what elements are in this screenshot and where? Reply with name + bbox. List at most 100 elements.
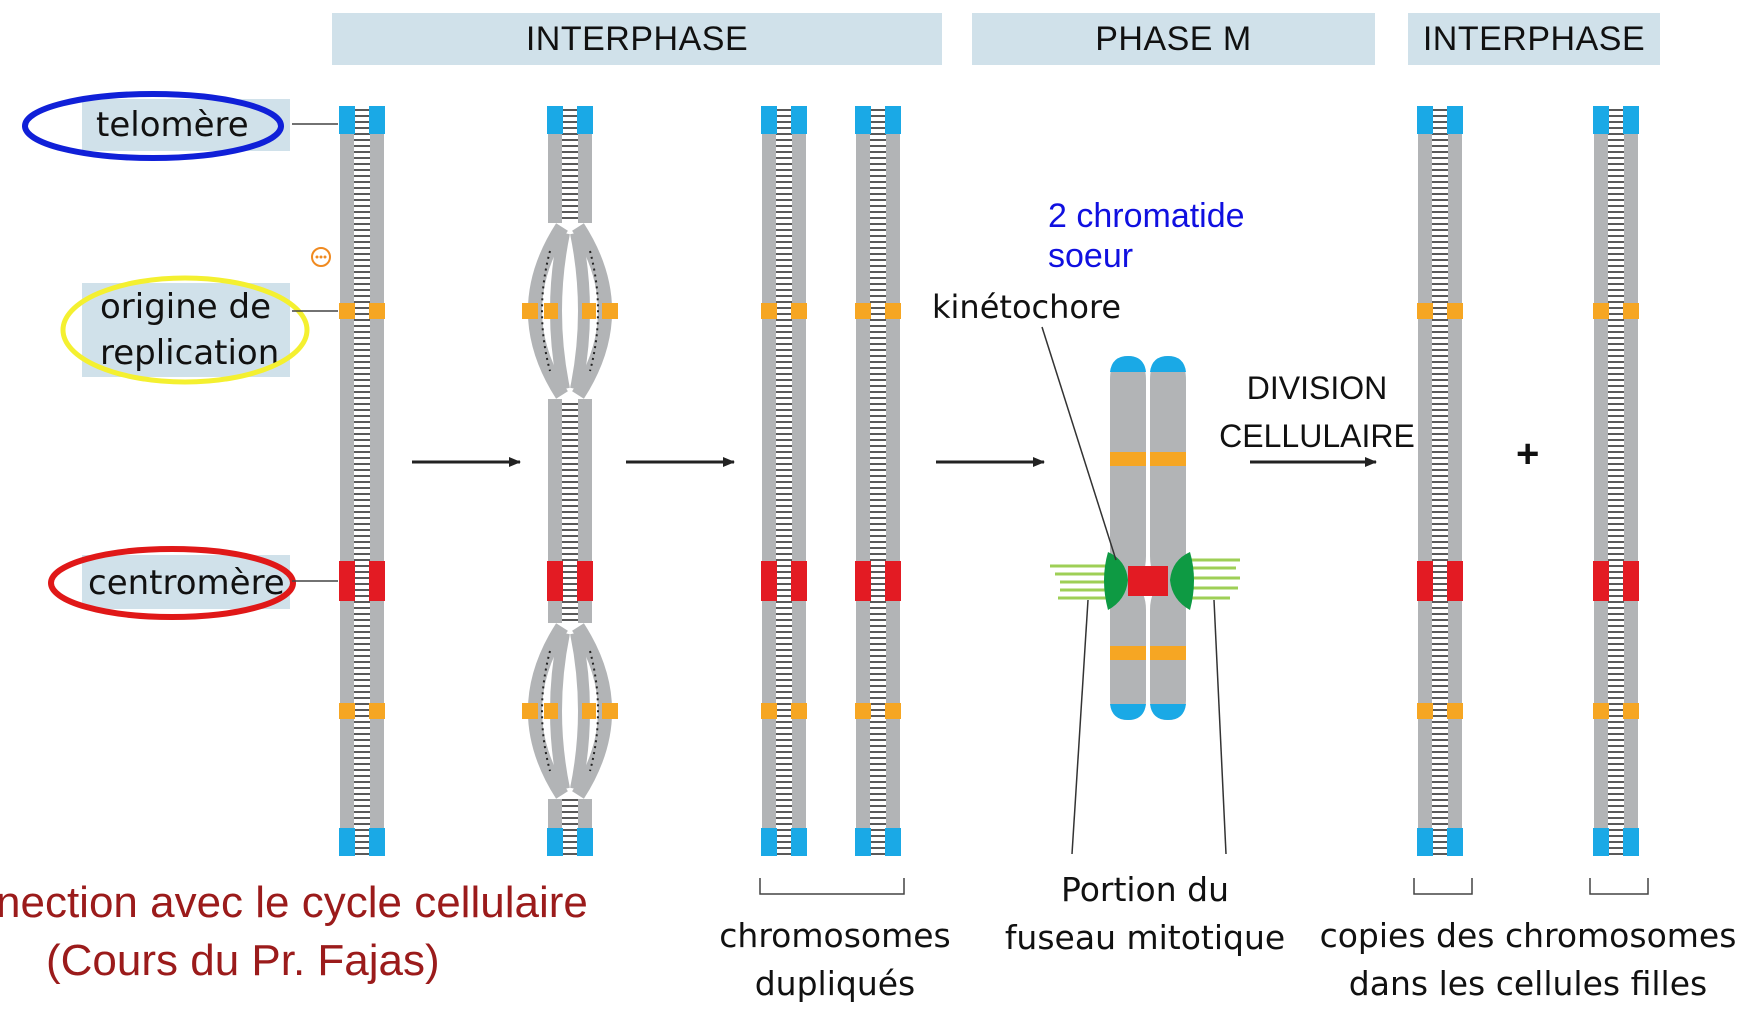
origin-label-line2: replication xyxy=(100,333,280,373)
strand xyxy=(340,106,354,856)
telomere-top xyxy=(791,106,807,134)
telomere-top xyxy=(339,106,355,134)
origin-band-1 xyxy=(1447,303,1463,319)
kinetochore-label: kinétochore xyxy=(932,288,1122,326)
centromere-band xyxy=(855,561,871,601)
rungs xyxy=(541,250,551,372)
bubble-origin-band xyxy=(602,303,618,319)
telomere-bottom xyxy=(1447,828,1463,856)
daughter-chromosome-1 xyxy=(1417,106,1463,856)
telomere-top xyxy=(1623,106,1639,134)
origin-label-box: origine de replication xyxy=(82,283,290,377)
kinetochore-left xyxy=(1104,552,1128,610)
telomere-bottom xyxy=(369,828,385,856)
footer-title-line2: (Cours du Pr. Fajas) xyxy=(46,936,440,985)
centromere-band xyxy=(1593,561,1609,601)
strand xyxy=(886,106,900,856)
centromere-label: centromère xyxy=(88,563,285,603)
phase-bar-interphase-left: INTERPHASE xyxy=(332,13,942,65)
mitotic-telomere-top-left xyxy=(1110,356,1146,372)
mitotic-spindle-label: Portion du fuseau mitotique xyxy=(1000,866,1290,962)
telomere-bottom xyxy=(855,828,871,856)
telomere-top xyxy=(1447,106,1463,134)
centromere-band xyxy=(577,561,593,601)
duplicated-chromosomes-label: chromosomes dupliqués xyxy=(706,912,964,1008)
telomere-top xyxy=(885,106,901,134)
daughter-copies-label: copies des chromosomes dans les cellules… xyxy=(1318,912,1738,1008)
bubble-origin-band xyxy=(602,703,618,719)
centromere-band xyxy=(369,561,385,601)
strand xyxy=(1418,106,1432,856)
origin-band-1 xyxy=(761,303,777,319)
centromere-band xyxy=(885,561,901,601)
origin-highlight-ellipse xyxy=(60,275,310,385)
centromere-band xyxy=(1447,561,1463,601)
origin-band-2 xyxy=(761,703,777,719)
phase-bar-phase-m: PHASE M xyxy=(972,13,1375,65)
mitotic-origin-band-top-right xyxy=(1150,452,1186,466)
rungs xyxy=(589,250,599,372)
mitotic-chromosome xyxy=(1050,356,1240,720)
sister-chromatids-line2: soeur xyxy=(1048,237,1134,275)
origin-band-2 xyxy=(1417,703,1433,719)
origin-band-2 xyxy=(1623,703,1639,719)
rungs xyxy=(589,650,599,772)
spindle-pointer-line-left xyxy=(1071,599,1089,855)
telomere-bottom xyxy=(791,828,807,856)
spindle-pointer-line-right xyxy=(1213,599,1227,855)
bubble-origin-band xyxy=(582,303,596,319)
plus-sign: + xyxy=(1516,432,1540,476)
base-pair-rungs xyxy=(776,109,792,855)
base-pair-rungs xyxy=(1608,109,1624,855)
copies-line2: dans les cellules filles xyxy=(1348,964,1708,1003)
telomere-bottom xyxy=(339,828,355,856)
strand xyxy=(792,106,806,856)
bubble-origin-band xyxy=(544,303,558,319)
origin-band-1 xyxy=(885,303,901,319)
bracket-daughter-copy-2 xyxy=(1589,878,1649,895)
strand xyxy=(1448,106,1462,856)
chromosome-unreplicated xyxy=(339,106,385,856)
telomere-bottom xyxy=(1593,828,1609,856)
chromatid-duplicated-1 xyxy=(761,106,807,856)
origin-band-2 xyxy=(855,703,871,719)
copies-line1: copies des chromosomes xyxy=(1319,916,1737,955)
telomere-top xyxy=(369,106,385,134)
centromere-band xyxy=(547,561,563,601)
mitotic-origin-band-bottom-right xyxy=(1150,646,1186,660)
centromere-highlight-ellipse xyxy=(48,546,296,620)
centromere-band xyxy=(339,561,355,601)
origin-band-2 xyxy=(1593,703,1609,719)
bubble-origin-band xyxy=(522,703,538,719)
sister-chromatid-left xyxy=(1110,356,1146,720)
duplicated-line2: dupliqués xyxy=(754,964,916,1003)
mitotic-telomere-bottom-left xyxy=(1110,704,1146,720)
bracket-daughter-copy-1 xyxy=(1413,878,1473,895)
cell-division-label: DIVISION CELLULAIRE xyxy=(1214,364,1420,460)
replication-bubble-bottom xyxy=(522,623,618,799)
sister-chromatids-line1: 2 chromatide xyxy=(1048,197,1245,235)
bubble-origin-band xyxy=(582,703,596,719)
mitotic-origin-band-top-left xyxy=(1110,452,1146,466)
telomere-bottom xyxy=(1417,828,1433,856)
mitotic-centromere xyxy=(1128,566,1168,596)
mitotic-telomere-top-right xyxy=(1150,356,1186,372)
telomere-highlight-ellipse xyxy=(22,91,284,161)
bracket-duplicated-chromosomes xyxy=(759,878,905,895)
origin-band-1 xyxy=(369,303,385,319)
base-pair-rungs xyxy=(1432,109,1448,855)
centromere-band xyxy=(1623,561,1639,601)
telomere-bottom xyxy=(547,828,563,856)
telomere-bottom xyxy=(577,828,593,856)
telomere-bottom xyxy=(1623,828,1639,856)
origin-band-1 xyxy=(1417,303,1433,319)
telomere-top xyxy=(577,106,593,134)
bubble-origin-band xyxy=(544,703,558,719)
rungs xyxy=(541,650,551,772)
sister-chromatids-label: 2 chromatide soeur xyxy=(1048,196,1245,276)
comment-icon[interactable] xyxy=(311,247,331,267)
cell-division-line1: DIVISION xyxy=(1246,370,1388,406)
centromere-band xyxy=(761,561,777,601)
origin-band-2 xyxy=(1447,703,1463,719)
